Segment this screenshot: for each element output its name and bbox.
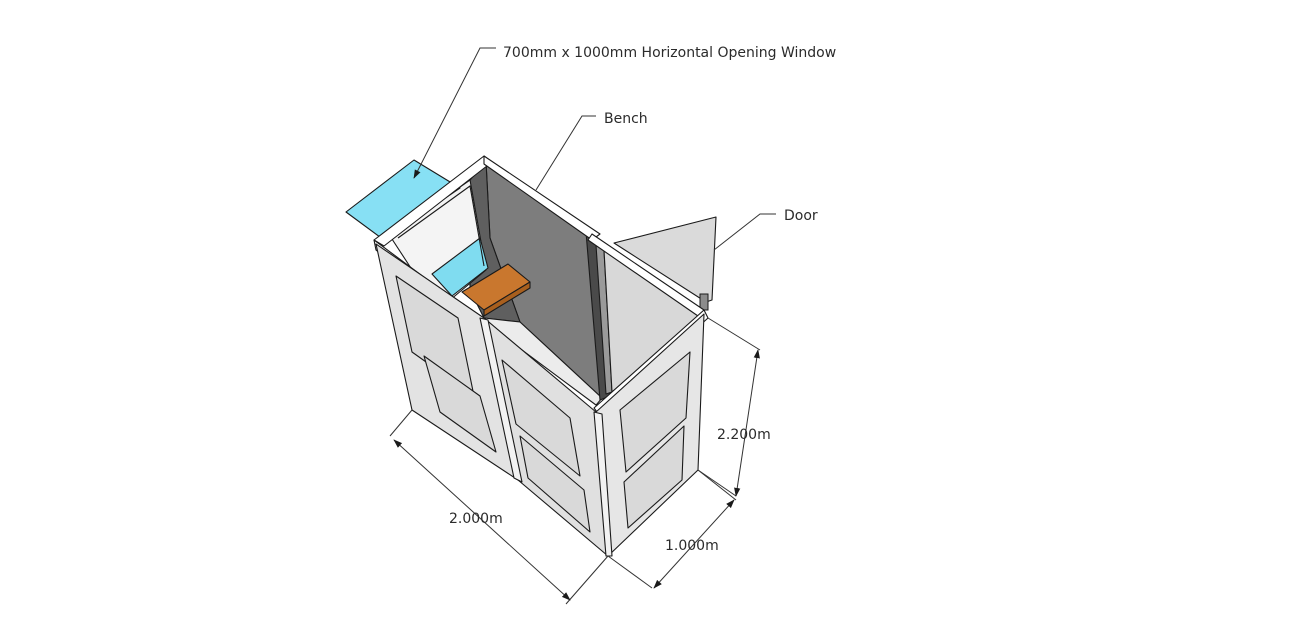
window-sash <box>345 159 461 241</box>
height-dim-line <box>734 349 760 497</box>
door-label: Door <box>784 208 818 224</box>
bench-leader <box>535 115 596 191</box>
bench-front <box>483 281 531 317</box>
width-dimension-label: 1.000m <box>665 538 719 554</box>
window-glass-lower <box>431 237 489 297</box>
length-dimension-label: 2.000m <box>449 511 503 527</box>
window-label: 700mm x 1000mm Horizontal Opening Window <box>503 45 836 61</box>
dimension-lines <box>389 317 761 605</box>
booth-model <box>345 155 717 557</box>
length-ext-right <box>565 555 609 605</box>
seam-post-corner <box>593 411 613 557</box>
width-ext-left <box>607 555 653 589</box>
width-ext-right <box>697 469 737 501</box>
length-dim-line <box>393 439 571 601</box>
height-dimension-label: 2.200m <box>717 427 771 443</box>
height-ext-bottom <box>697 469 737 497</box>
width-dim-line <box>653 499 735 589</box>
height-ext-top <box>707 317 761 351</box>
text-labels: 700mm x 1000mm Horizontal Opening Window… <box>449 45 836 554</box>
door-leader <box>713 213 776 251</box>
door-leaf <box>613 216 717 303</box>
panel-recess-6 <box>623 425 685 529</box>
window-mullion <box>397 185 485 267</box>
window-leader <box>413 47 496 179</box>
panel-recess-5 <box>619 351 691 473</box>
annotation-leaders <box>413 47 776 251</box>
length-ext-left <box>389 409 413 437</box>
bench-label: Bench <box>604 111 648 127</box>
